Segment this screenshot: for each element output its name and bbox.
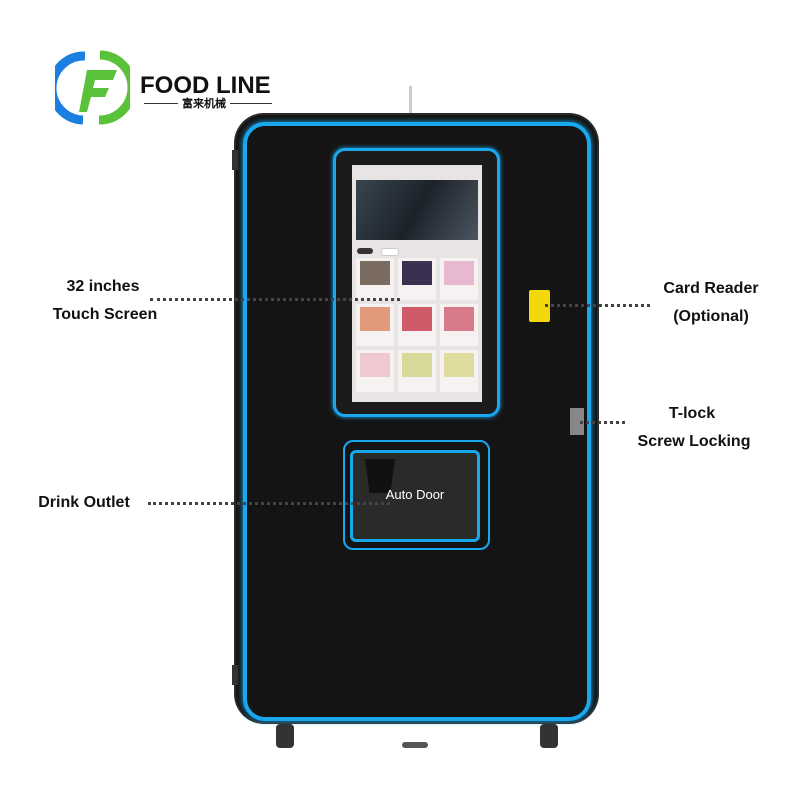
product-tile[interactable] <box>356 258 394 300</box>
leader-card-reader <box>545 304 650 307</box>
screen-banner-image <box>356 180 478 240</box>
label-screen-size: 32 inches <box>66 278 140 295</box>
label-drink-outlet: Drink Outlet <box>38 494 130 511</box>
leader-tlock <box>580 421 625 424</box>
door-hinge <box>232 150 238 170</box>
product-tile[interactable] <box>440 304 478 346</box>
product-tile[interactable] <box>398 258 436 300</box>
label-card-reader: Card Reader <box>663 280 759 297</box>
product-tile[interactable] <box>356 304 394 346</box>
product-tile[interactable] <box>440 258 478 300</box>
auto-door-label: Auto Door <box>385 487 445 502</box>
drink-outlet-frame <box>343 440 490 550</box>
cup-holder <box>365 459 395 493</box>
leader-outlet <box>148 502 390 505</box>
antenna <box>409 86 412 116</box>
product-tile[interactable] <box>356 350 394 392</box>
product-tile[interactable] <box>440 350 478 392</box>
drink-outlet[interactable] <box>350 450 480 542</box>
screen-category-tab[interactable] <box>357 248 373 254</box>
leader-screen <box>150 298 400 301</box>
card-reader[interactable] <box>529 290 550 322</box>
label-optional: (Optional) <box>673 308 749 325</box>
logo-subtitle: 富来机械 <box>178 95 230 111</box>
screen-category-tab[interactable] <box>381 248 399 256</box>
logo-mark-icon <box>55 50 130 125</box>
door-hinge <box>232 665 238 685</box>
product-tile[interactable] <box>398 350 436 392</box>
product-tile[interactable] <box>398 304 436 346</box>
leveling-foot <box>402 742 428 748</box>
t-lock[interactable] <box>570 408 584 435</box>
label-screw-locking: Screw Locking <box>637 433 751 450</box>
label-tlock: T-lock <box>668 405 716 422</box>
label-touch-screen: Touch Screen <box>52 306 158 323</box>
logo-brand: FOOD LINE <box>140 72 271 99</box>
wheel <box>540 724 558 748</box>
wheel <box>276 724 294 748</box>
